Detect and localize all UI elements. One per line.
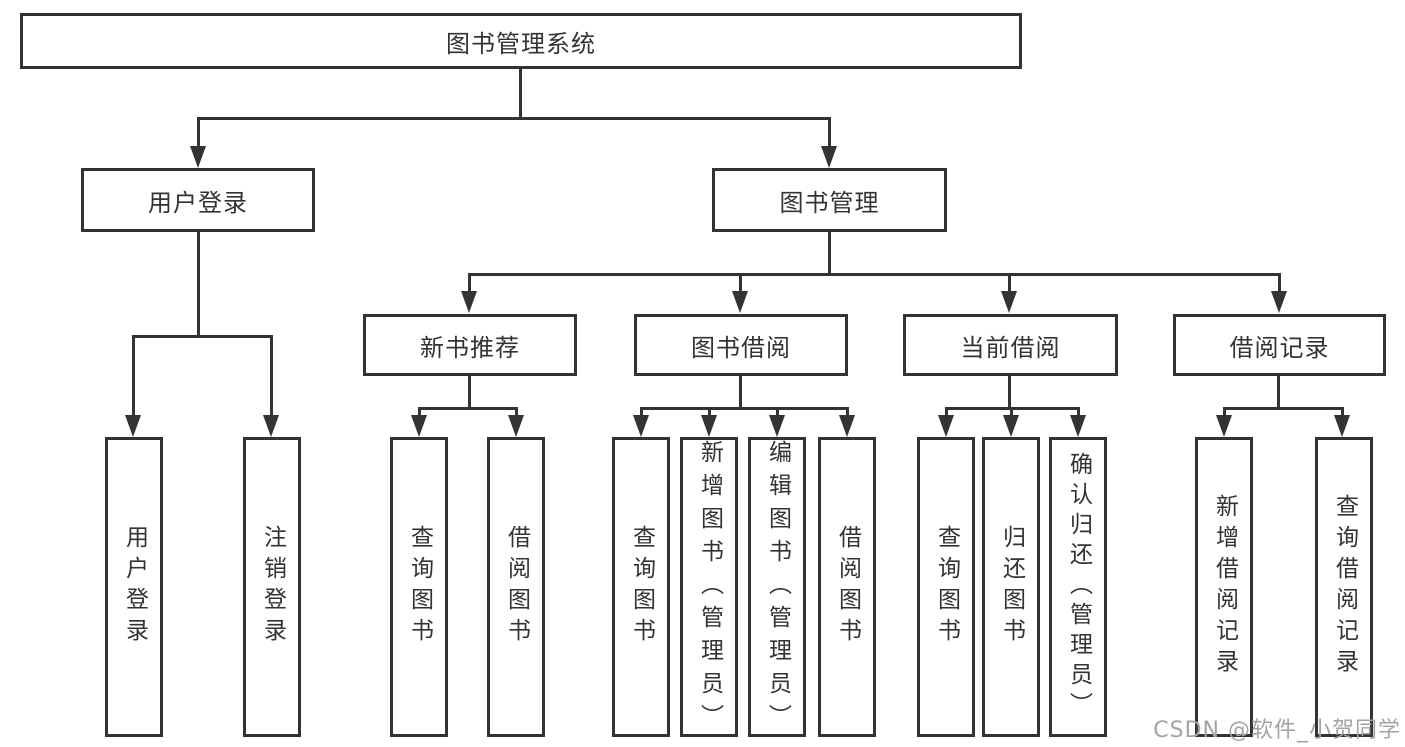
connector-level2-bar bbox=[197, 117, 831, 120]
connector-level4-bar bbox=[1223, 407, 1344, 410]
leaf-query-books-current: 查询图书 bbox=[917, 437, 975, 737]
connector-arrow-stem bbox=[1077, 407, 1080, 419]
connector-arrow-stem bbox=[776, 407, 779, 419]
connector-arrow-stem bbox=[418, 407, 421, 419]
connector-node-stem bbox=[468, 376, 471, 410]
arrow-down-icon bbox=[769, 415, 785, 437]
connector-arrow-stem bbox=[197, 117, 200, 149]
arrow-down-icon bbox=[263, 415, 279, 437]
node-user-login: 用户登录 bbox=[81, 168, 315, 232]
arrow-down-icon bbox=[508, 415, 524, 437]
arrow-down-icon bbox=[411, 415, 427, 437]
leaf-edit-book-admin: 编辑图书（管理员） bbox=[748, 437, 806, 737]
leaf-query-books-recommend: 查询图书 bbox=[390, 437, 448, 737]
connector-node-stem bbox=[1277, 376, 1280, 410]
connector-node-stem bbox=[739, 376, 742, 410]
connector-arrow-stem bbox=[270, 335, 273, 419]
node-current-borrowing: 当前借阅 bbox=[903, 314, 1118, 376]
arrow-down-icon bbox=[461, 291, 477, 313]
connector-book-mgmt-stem bbox=[828, 232, 831, 276]
connector-arrow-stem bbox=[1223, 407, 1226, 419]
leaf-user-login: 用户登录 bbox=[105, 437, 163, 737]
arrow-down-icon bbox=[190, 146, 206, 168]
connector-arrow-stem bbox=[1341, 407, 1344, 419]
connector-arrow-stem bbox=[846, 407, 849, 419]
arrow-down-icon bbox=[125, 415, 141, 437]
arrow-down-icon bbox=[1334, 415, 1350, 437]
connector-node-stem bbox=[1008, 376, 1011, 410]
connector-arrow-stem bbox=[468, 273, 471, 295]
arrow-down-icon bbox=[1216, 415, 1232, 437]
arrow-down-icon bbox=[1001, 291, 1017, 313]
connector-arrow-stem bbox=[132, 335, 135, 419]
leaf-logout: 注销登录 bbox=[243, 437, 301, 737]
connector-arrow-stem bbox=[945, 407, 948, 419]
connector-level4-bar bbox=[418, 407, 518, 410]
arrow-down-icon bbox=[1003, 415, 1019, 437]
connector-arrow-stem bbox=[828, 117, 831, 149]
leaf-query-borrow-record: 查询借阅记录 bbox=[1315, 437, 1373, 737]
connector-arrow-stem bbox=[708, 407, 711, 419]
connector-arrow-stem bbox=[515, 407, 518, 419]
node-borrow-records: 借阅记录 bbox=[1173, 314, 1386, 376]
watermark-text: CSDN @软件_小贺同学 bbox=[1153, 718, 1401, 743]
leaf-borrow-books-borrowing: 借阅图书 bbox=[818, 437, 876, 737]
node-root-system: 图书管理系统 bbox=[20, 13, 1022, 69]
node-new-book-recommend: 新书推荐 bbox=[363, 314, 577, 376]
connector-user-login-bar bbox=[132, 335, 273, 338]
connector-arrow-stem bbox=[640, 407, 643, 419]
leaf-add-borrow-record: 新增借阅记录 bbox=[1195, 437, 1253, 737]
arrow-down-icon bbox=[732, 291, 748, 313]
leaf-return-book: 归还图书 bbox=[982, 437, 1040, 737]
leaf-confirm-return-admin: 确认归还（管理员） bbox=[1049, 437, 1107, 737]
connector-arrow-stem bbox=[1010, 407, 1013, 419]
arrow-down-icon bbox=[938, 415, 954, 437]
arrow-down-icon bbox=[701, 415, 717, 437]
node-book-management: 图书管理 bbox=[712, 168, 947, 232]
arrow-down-icon bbox=[1271, 291, 1287, 313]
arrow-down-icon bbox=[1070, 415, 1086, 437]
leaf-add-book-admin: 新增图书（管理员） bbox=[680, 437, 738, 737]
connector-level3-bar bbox=[468, 273, 1281, 276]
connector-user-login-stem bbox=[197, 232, 200, 338]
leaf-borrow-books-recommend: 借阅图书 bbox=[487, 437, 545, 737]
leaf-query-books-borrowing: 查询图书 bbox=[612, 437, 670, 737]
connector-arrow-stem bbox=[1008, 273, 1011, 295]
arrow-down-icon bbox=[839, 415, 855, 437]
arrow-down-icon bbox=[821, 146, 837, 168]
connector-root-stem bbox=[519, 69, 522, 120]
connector-arrow-stem bbox=[1278, 273, 1281, 295]
connector-level4-bar bbox=[640, 407, 849, 410]
arrow-down-icon bbox=[633, 415, 649, 437]
node-book-borrowing: 图书借阅 bbox=[634, 314, 848, 376]
connector-arrow-stem bbox=[739, 273, 742, 295]
